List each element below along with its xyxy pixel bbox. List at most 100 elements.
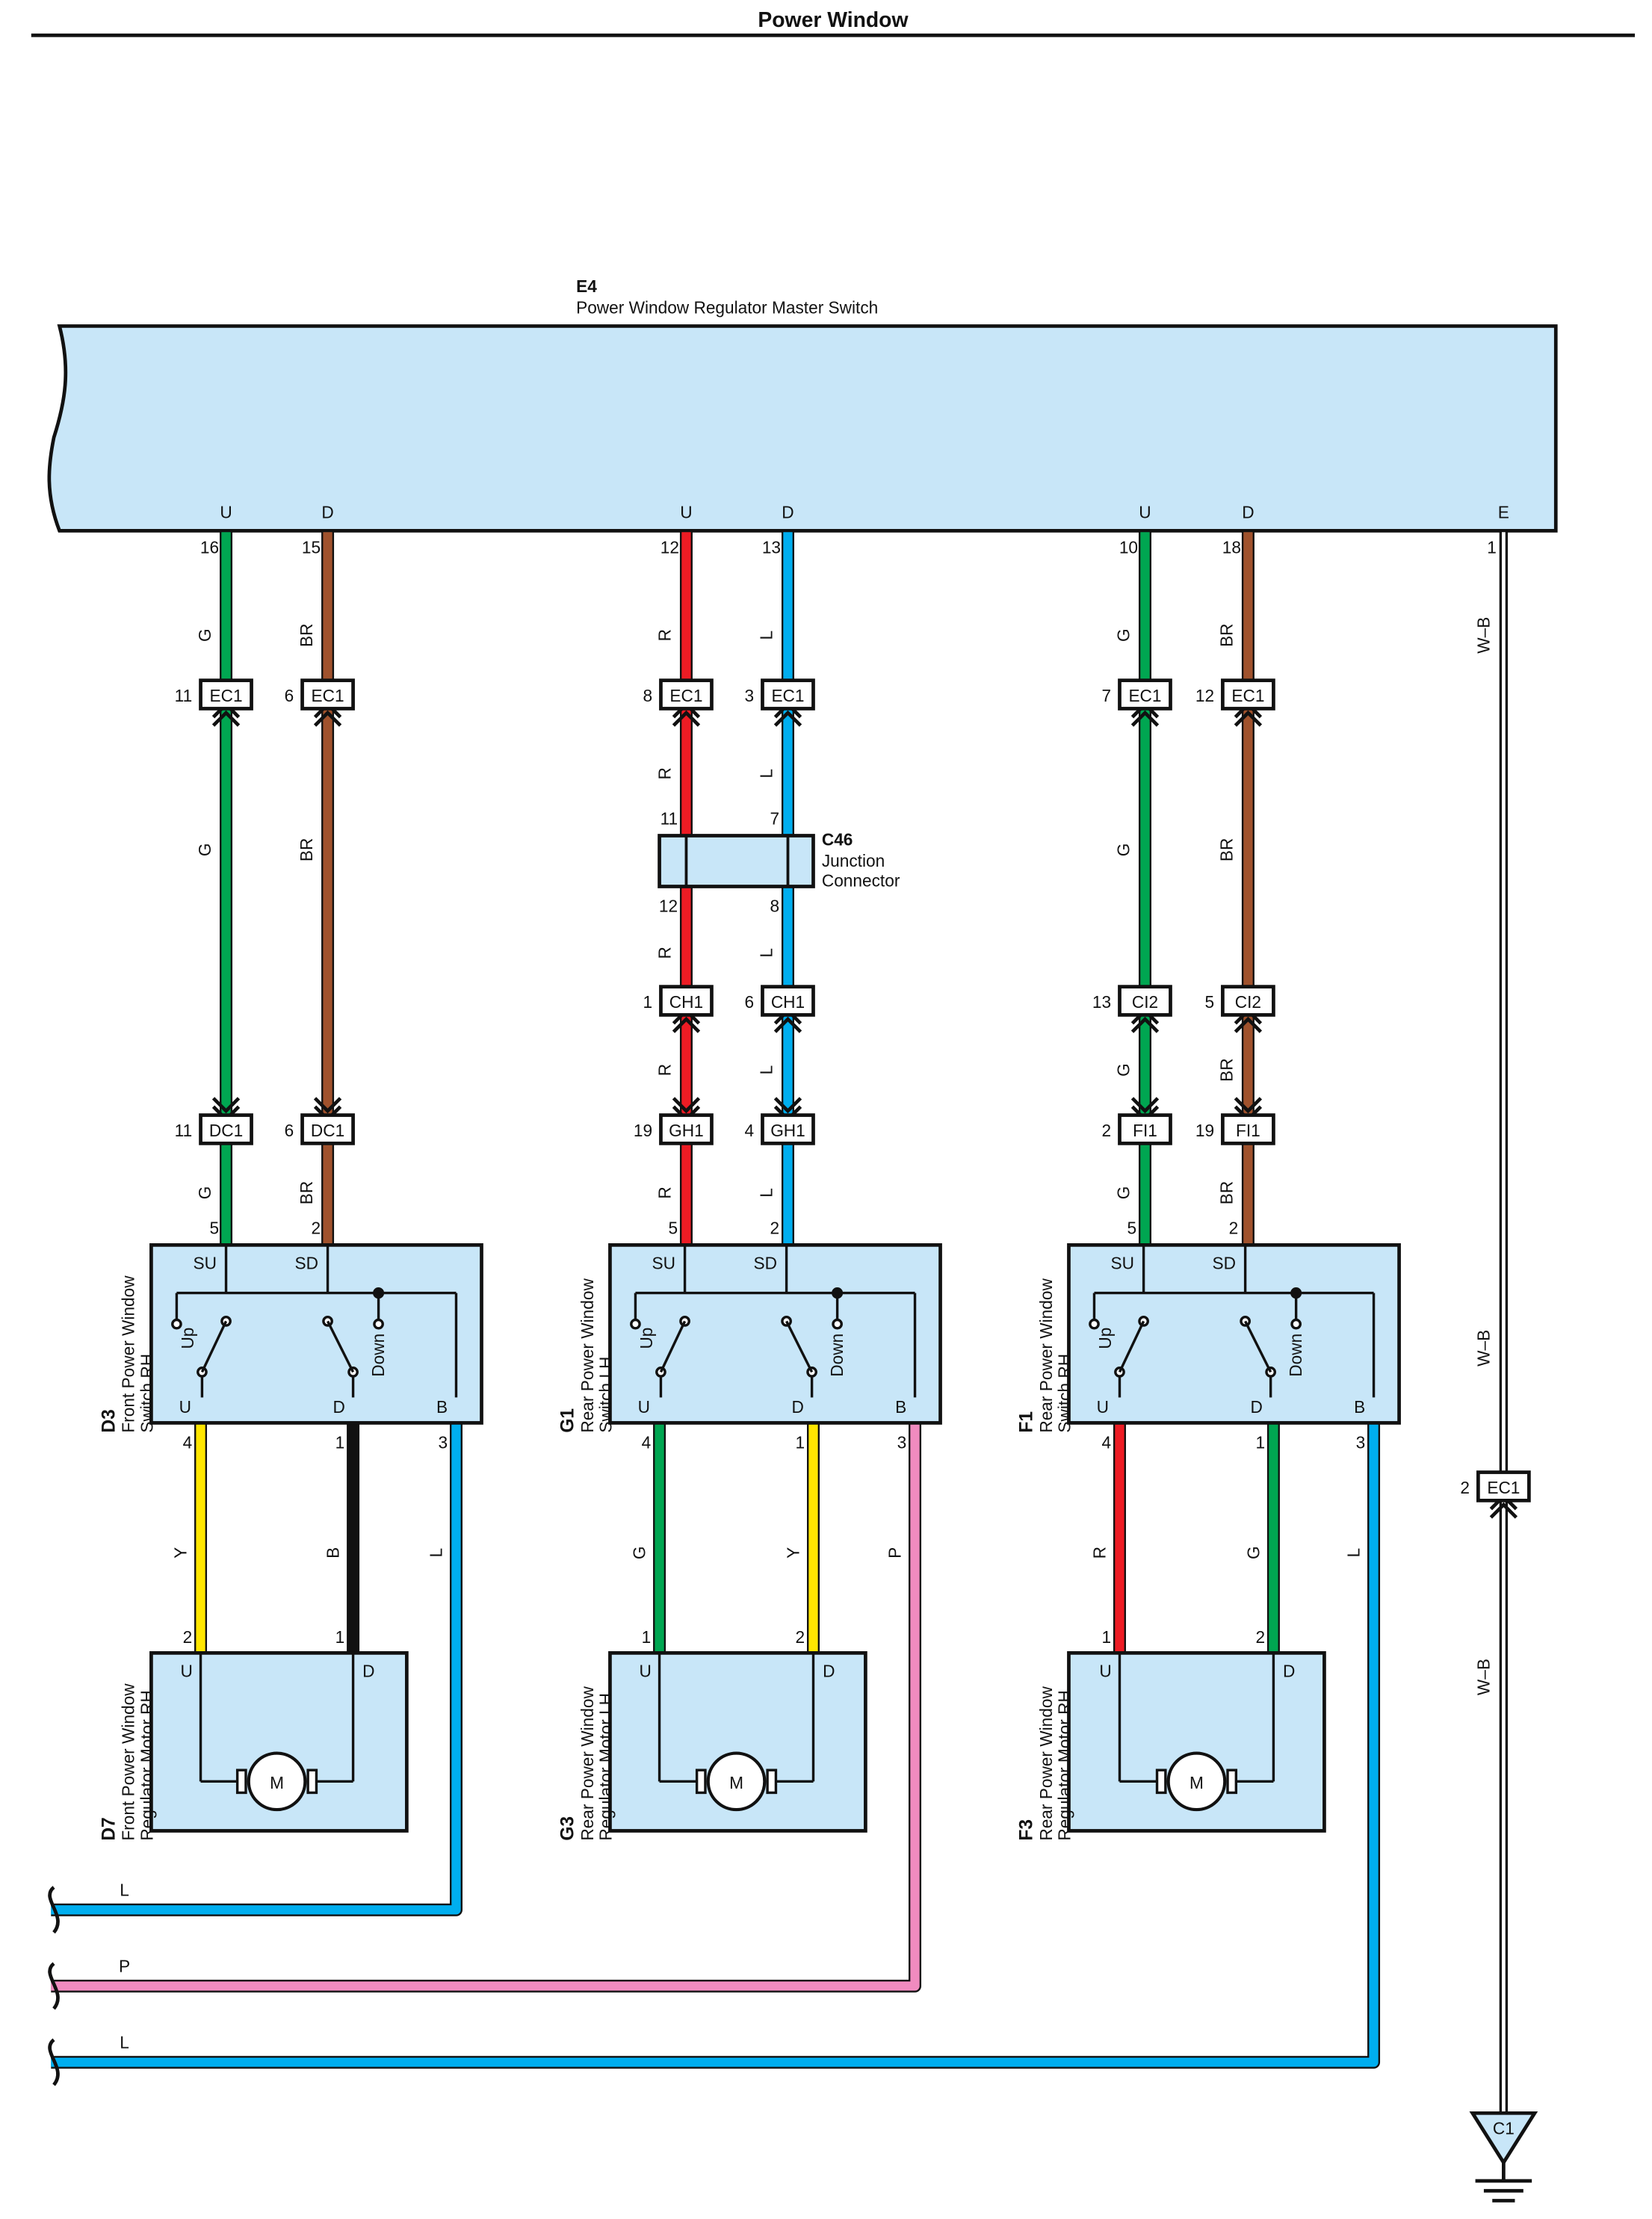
motor-id: G3 [557,1816,578,1841]
connector-box [300,678,355,711]
wire-color-label: G [1244,1546,1263,1559]
wire-color-label: Y [171,1547,191,1559]
motor-icon [247,1751,307,1812]
switch-pin: 1 [796,1432,805,1452]
mating-chevron [211,710,241,727]
connector-box [1221,678,1275,711]
ground-wire-label: W–B [1473,617,1493,654]
connector-pin: 6 [285,1121,294,1140]
switch-id: G1 [557,1408,578,1433]
connector-label: GH1 [669,1121,704,1140]
motor-terminal-label: U [639,1662,651,1681]
motor-id: D7 [99,1817,119,1840]
switch-contact [806,1367,817,1378]
junction-id: C46 [822,830,853,849]
mating-chevron [773,1097,802,1114]
component-layer [48,678,1538,2203]
master-switch-box [47,324,1558,533]
motor-pin: 1 [642,1627,652,1647]
wire-break-mark [48,2038,60,2087]
connector-label: EC1 [771,686,804,705]
switch-contact [373,1318,384,1330]
return-wire-label: P [119,1956,130,1975]
connector-label: EC1 [312,686,344,705]
connector-pin: 8 [643,686,653,705]
connector-box [1118,1113,1172,1145]
switch-up-label: Up [637,1328,656,1349]
switch-name: Rear Power Window [578,1278,597,1433]
wire-color-label: L [757,1188,776,1198]
motor-name: Regulator Motor RH [1054,1690,1074,1840]
connector-label: DC1 [209,1121,243,1140]
wire-break-mark [48,1886,60,1934]
mating-chevron [672,1097,701,1114]
switch-pin: 1 [335,1432,345,1452]
switch-down-label: Down [827,1334,847,1377]
switch-internal-line [200,1320,228,1373]
switch-pin: 2 [770,1218,780,1237]
switch-box [149,1243,483,1425]
motor-pin: 2 [1255,1627,1265,1647]
connector-label: FI1 [1236,1121,1260,1140]
connector-pin: 1 [643,992,653,1012]
motor-symbol: M [729,1773,743,1792]
motor-pin: 1 [1102,1627,1112,1647]
connector-label: FI1 [1133,1121,1157,1140]
motor-brush [766,1768,778,1795]
connector-pin: 6 [745,992,755,1012]
wire-color-label: G [1114,844,1133,857]
motor-terminal-label: U [1099,1662,1111,1681]
wire-color-label: R [655,1186,675,1198]
connector-pin: 6 [285,686,294,705]
connector-pin: 13 [1092,992,1111,1012]
wire-color-label: R [655,1064,675,1076]
switch-terminal-label: SD [1213,1253,1236,1272]
return-wire [51,1424,461,1915]
wire-color-label: R [1090,1547,1110,1559]
connector-label: EC1 [210,686,243,705]
switch-pin: 2 [312,1218,321,1237]
master-pin-number: 16 [200,538,219,557]
connector-label: DC1 [311,1121,344,1140]
connector-box [199,1113,253,1145]
return-wire [51,1424,920,1991]
switch-terminal-label: D [1251,1397,1263,1417]
switch-terminal-label: SU [652,1253,675,1272]
connector-pin: 12 [1195,686,1214,705]
wire-color-label: G [195,844,214,857]
motor-pin: 2 [796,1627,805,1647]
master-pin-label: U [680,502,692,522]
wire-layer [51,532,1509,2117]
connector-pin: 19 [1195,1121,1214,1140]
switch-pin: 4 [183,1432,193,1452]
switch-up-label: Up [178,1328,197,1349]
switch-down-label: Down [368,1334,388,1377]
switch-box [608,1243,942,1425]
switch-contact [832,1318,843,1330]
motor-brush [695,1768,707,1795]
wire-color-label: G [195,1186,214,1200]
switch-pin: 2 [1229,1218,1239,1237]
connector-label: EC1 [1128,686,1161,705]
motor-terminal-label: D [823,1662,835,1681]
connector-box [1118,678,1172,711]
connector-box [300,1113,355,1145]
junction-name: Junction [822,851,885,870]
switch-terminal-label: SU [193,1253,216,1272]
connector-label: EC1 [669,686,702,705]
switch-name: Switch RH [137,1354,156,1433]
wire-color-label: BR [1217,1181,1237,1204]
switch-pin: 5 [1127,1218,1137,1237]
wire-color-label: BR [297,838,316,861]
page-title: Power Window [758,8,909,32]
connector-pin: 11 [175,1121,193,1140]
connector-box [659,985,714,1017]
mating-chevron [211,1097,241,1114]
switch-pin: 3 [1356,1432,1366,1452]
ground-label: C1 [1493,2119,1515,2138]
mating-chevron [672,1016,701,1033]
connector-box [1221,1113,1275,1145]
ground-triangle [1469,2111,1538,2166]
switch-name: Switch RH [1054,1354,1074,1433]
motor-name: Regulator Motor RH [137,1690,156,1840]
